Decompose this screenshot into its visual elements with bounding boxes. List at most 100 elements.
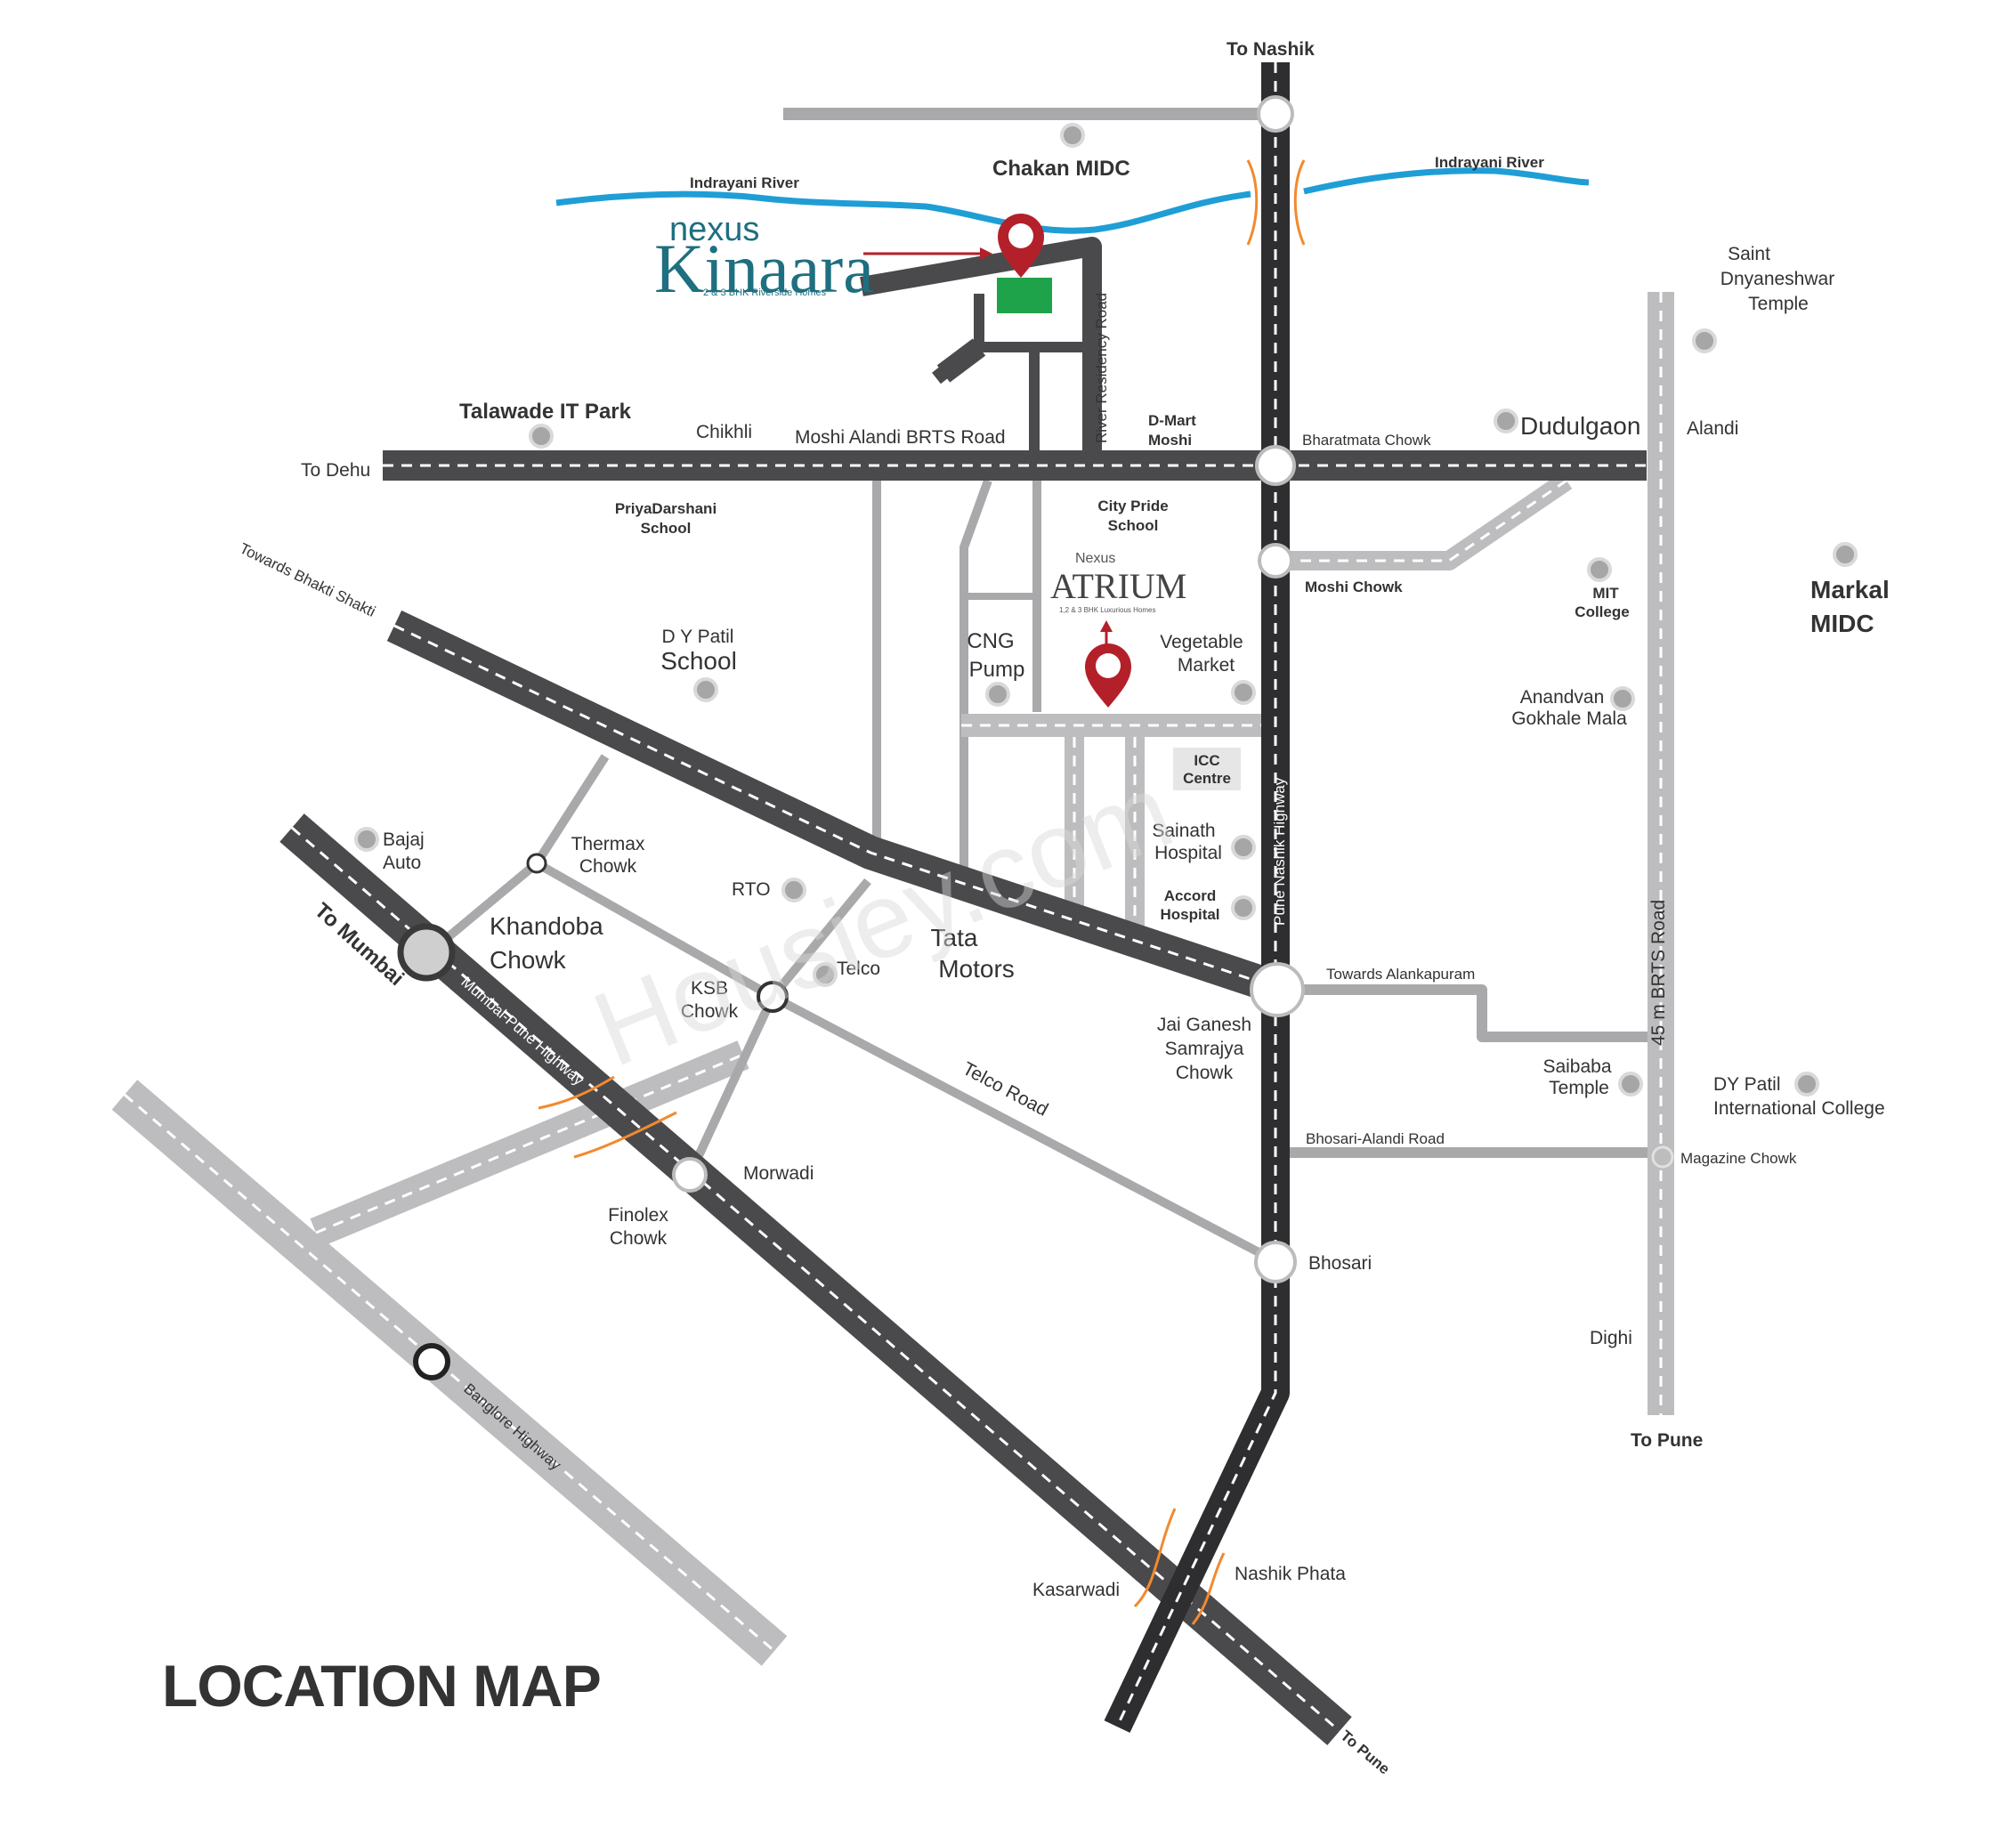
label-dy-patil-school-2: School (660, 647, 737, 675)
label-nashik-phata: Nashik Phata (1235, 1564, 1346, 1584)
label-jai-ganesh-2: Samrajya (1165, 1039, 1244, 1059)
indrayani-river-west (555, 190, 1251, 234)
label-dmart-1: D-Mart (1148, 412, 1196, 429)
label-moshi-alandi-brts: Moshi Alandi BRTS Road (795, 427, 1006, 448)
junction-magazine-chowk[interactable] (1651, 1145, 1674, 1169)
label-saibaba-2: Temple (1549, 1078, 1609, 1098)
label-talawade-it-park: Talawade IT Park (459, 400, 632, 424)
junction-khandoba-chowk[interactable] (397, 923, 456, 982)
label-mumbai-pune-highway: Mumbai-Pune Highway (457, 974, 587, 1089)
label-banglore-highway: Banglore Highway (460, 1380, 564, 1474)
label-vegetable-market-1: Vegetable (1160, 632, 1243, 652)
label-river-east: Indrayani River (1435, 154, 1544, 171)
kinaara-logo-line1: nexus (669, 211, 759, 248)
cng-road (959, 479, 992, 872)
label-chakan-midc: Chakan MIDC (992, 157, 1130, 181)
kinaara-spur (932, 345, 975, 384)
label-icc-centre-1: ICC (1194, 752, 1219, 769)
label-mit-college-2: College (1575, 603, 1629, 620)
label-jai-ganesh-1: Jai Ganesh (1157, 1015, 1251, 1035)
label-accord-2: Hospital (1160, 906, 1219, 923)
thermax-north-road (532, 754, 610, 866)
label-saint-temple-1: Saint (1728, 244, 1770, 264)
map-title: LOCATION MAP (162, 1653, 601, 1719)
label-city-pride-2: School (1108, 517, 1159, 534)
label-icc-centre-2: Centre (1183, 770, 1231, 787)
label-city-pride-1: City Pride (1097, 498, 1168, 514)
telco-road (770, 992, 1280, 1266)
junction-bharatmata-chowk[interactable] (1255, 445, 1296, 486)
mumbai-pune-highway (279, 813, 1352, 1745)
landmark-dot-accord-hospital[interactable] (1231, 895, 1256, 920)
label-alandi: Alandi (1687, 418, 1738, 439)
label-to-pune-south: To Pune (1337, 1728, 1393, 1778)
landmark-dot-dy-patil-intl[interactable] (1794, 1072, 1819, 1096)
finolex-connector-road (310, 1040, 749, 1247)
label-bharatmata-chowk: Bharatmata Chowk (1302, 432, 1431, 449)
bhakti-shakti-road (386, 610, 1283, 1005)
landmark-dot-cng-pump[interactable] (985, 682, 1010, 707)
landmark-dot-markal-midc[interactable] (1833, 542, 1858, 567)
label-saint-temple-2: Dnyaneshwar (1720, 269, 1834, 289)
junction-moshi-chowk[interactable] (1258, 543, 1293, 579)
label-ksb-2: Chowk (681, 1001, 739, 1022)
landmark-dot-bajaj-auto[interactable] (354, 827, 379, 852)
bridge-mumbai-pune-1 (538, 1075, 677, 1159)
label-tata-motors-2: Motors (938, 955, 1015, 983)
label-sainath-1: Sainath (1152, 821, 1215, 841)
label-dighi: Dighi (1590, 1328, 1632, 1348)
landmark-dot-sainath-hospital[interactable] (1231, 835, 1256, 860)
junction-jai-ganesh-chowk[interactable] (1250, 962, 1305, 1017)
bridge-nashik-phata (1133, 1508, 1226, 1625)
label-to-dehu: To Dehu (301, 460, 370, 481)
junction-thermax-chowk[interactable] (526, 853, 547, 874)
landmark-dot-anandvan[interactable] (1610, 686, 1635, 711)
alankapuram-road (1282, 984, 1664, 1042)
landmark-dot-saibaba-temple[interactable] (1618, 1072, 1643, 1096)
label-kasarwadi: Kasarwadi (1032, 1580, 1120, 1600)
landmark-dot-rto[interactable] (781, 878, 806, 902)
landmark-dot-mit-college[interactable] (1587, 557, 1612, 582)
kinaara-logo: nexus Kinaara 2 & 3 BHK Riverside Homes (654, 211, 874, 307)
label-finolex-2: Chowk (610, 1228, 668, 1249)
junction-ksb-chowk[interactable] (757, 981, 789, 1013)
pune-nashik-highway (1104, 62, 1290, 1733)
label-dmart-2: Moshi (1148, 432, 1192, 449)
junction-banglore-highway[interactable] (413, 1343, 450, 1380)
label-magazine-chowk: Magazine Chowk (1680, 1150, 1797, 1167)
label-moshi-chowk: Moshi Chowk (1305, 579, 1403, 595)
label-thermax-2: Chowk (579, 856, 637, 877)
junction-finolex-chowk[interactable] (672, 1157, 708, 1193)
label-towards-bhakti-shakti: Towards Bhakti Shakti (237, 540, 378, 620)
junction-bhosari[interactable] (1254, 1241, 1297, 1283)
label-markal-midc-2: MIDC (1810, 610, 1874, 637)
label-to-nashik: To Nashik (1227, 39, 1315, 60)
label-khandoba-1: Khandoba (490, 912, 603, 940)
label-cng-pump-1: CNG (967, 629, 1014, 653)
label-priyadarshani-1: PriyaDarshani (615, 500, 717, 517)
kinaara-location-pin[interactable] (998, 214, 1044, 278)
label-ksb-1: KSB (691, 978, 728, 999)
label-telco: Telco (837, 959, 880, 979)
label-khandoba-2: Chowk (490, 946, 567, 974)
landmark-dot-saint-temple[interactable] (1692, 328, 1717, 353)
label-anandvan-1: Anandvan (1520, 687, 1605, 708)
landmark-dot-dudulgaon[interactable] (1494, 409, 1518, 433)
landmark-dot-dy-patil-school[interactable] (693, 677, 718, 702)
landmark-dot-talawade-it-park[interactable] (529, 424, 554, 449)
landmark-dot-vegetable-market[interactable] (1231, 680, 1256, 705)
bridge-indrayani (1246, 159, 1306, 246)
landmark-dot-chakan-midc[interactable] (1060, 123, 1085, 148)
label-towards-alankapuram: Towards Alankapuram (1326, 966, 1475, 983)
kinaara-pointer-arrowhead (980, 247, 992, 260)
label-dudulgaon: Dudulgaon (1520, 412, 1640, 440)
label-saint-temple-3: Temple (1748, 294, 1809, 314)
atrium-location-pin[interactable] (1085, 643, 1131, 708)
landmark-dot-telco[interactable] (813, 962, 838, 987)
label-markal-midc-1: Markal (1810, 576, 1890, 603)
junction-nashik-top[interactable] (1257, 95, 1294, 133)
kinaara-project-plot[interactable] (997, 278, 1052, 313)
label-dy-patil-school-1: D Y Patil (662, 627, 734, 647)
atrium-logo: Nexus ATRIUM 1,2 & 3 BHK Luxurious Homes (1050, 551, 1186, 614)
label-pune-nashik-highway: Pune Nashik Highway (1271, 777, 1288, 926)
